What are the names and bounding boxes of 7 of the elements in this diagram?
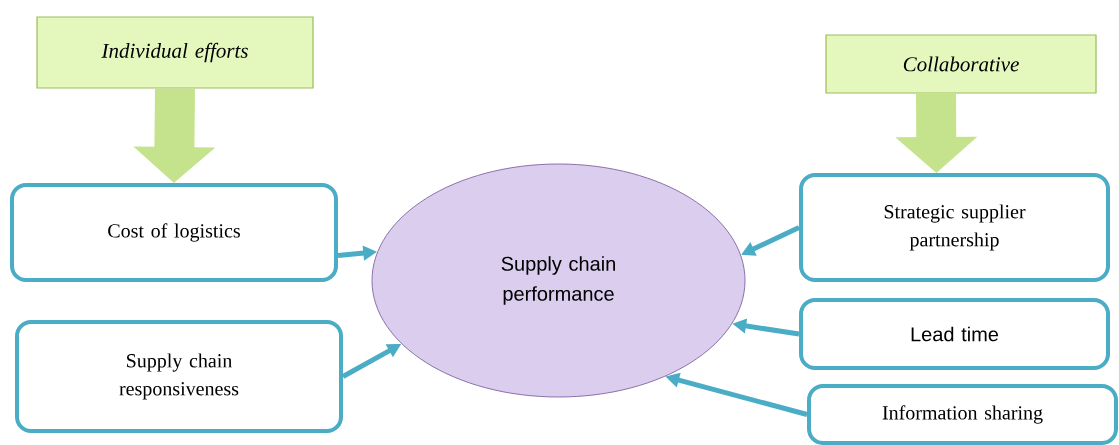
factor-box: Lead time bbox=[799, 298, 1110, 370]
factor-box: Strategic supplier partnership bbox=[799, 173, 1110, 282]
label-box: Collaborative bbox=[825, 34, 1097, 94]
factor-box: Cost of logistics bbox=[10, 183, 338, 282]
factor-box: Supply chain responsiveness bbox=[15, 320, 343, 433]
label-box: Individual efforts bbox=[36, 16, 314, 89]
factor-box: Information sharing bbox=[807, 384, 1118, 445]
